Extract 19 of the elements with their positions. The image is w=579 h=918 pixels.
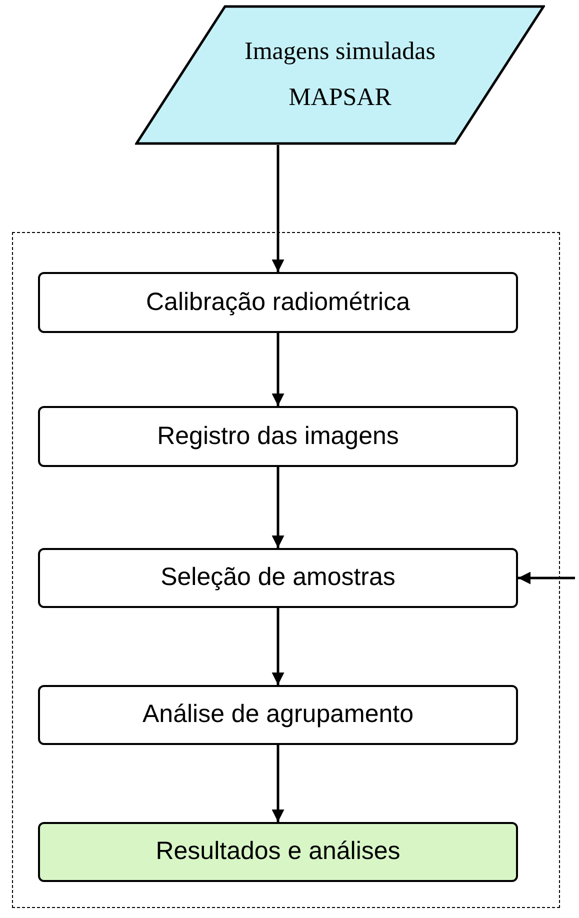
process-box (38, 272, 518, 333)
dashed-group-frame (12, 232, 560, 908)
arrow (518, 572, 575, 584)
node-text: Seleção de amostras (160, 562, 396, 594)
process-box (38, 685, 518, 745)
process-box (38, 548, 518, 608)
arrow (272, 467, 284, 548)
node-text: Calibração radiométrica (146, 286, 410, 318)
node-text: Resultados e análises (156, 836, 400, 868)
arrow (272, 608, 284, 685)
node-text: Imagens simuladas MAPSAR (244, 37, 436, 113)
input-parallelogram (135, 5, 545, 145)
arrow (272, 745, 284, 822)
arrow (272, 145, 284, 272)
node-text: Análise de agrupamento (142, 699, 414, 730)
process-box (38, 406, 518, 467)
arrow (272, 333, 284, 406)
process-box (38, 822, 518, 882)
node-text: Registro das imagens (157, 420, 399, 452)
